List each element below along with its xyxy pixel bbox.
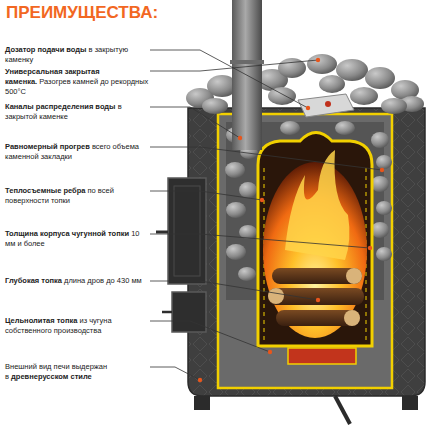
firebox-part <box>276 310 360 326</box>
water-dispenser-part <box>325 101 331 107</box>
inner-stones-part <box>239 182 257 198</box>
water-dispenser <box>298 94 354 117</box>
leader-lines-part <box>150 367 200 380</box>
inner-stones-part <box>376 201 392 215</box>
cutaway-part <box>218 114 392 388</box>
stove-body <box>188 108 425 424</box>
top-stones-part <box>278 58 306 78</box>
leader-dots-part <box>316 58 320 62</box>
top-stones-part <box>381 98 407 114</box>
callout-text: Цельнолитая топкаиз чугуна собственного … <box>5 316 149 336</box>
inner-stones-part <box>376 155 392 169</box>
inner-stones-part <box>225 162 245 178</box>
inner-stones-part <box>239 225 257 239</box>
leader-dots-part <box>260 198 264 202</box>
leader-dots-part <box>306 106 310 110</box>
leader-lines-part <box>150 281 318 300</box>
callout-text: Толщина корпуса чугунной топки10 мм и бо… <box>5 229 149 249</box>
doors-part <box>172 292 206 332</box>
callout-label: Теплосъемные ребра <box>5 186 85 195</box>
firebox-part <box>258 133 372 347</box>
leader-dots-part <box>368 246 372 250</box>
chimney-part <box>230 60 264 64</box>
leader-lines <box>150 50 382 380</box>
inner-stones-part <box>371 176 389 192</box>
water-dispenser-part <box>298 94 354 117</box>
callout-label: длина дров до 430 мм <box>64 276 142 285</box>
doors-part <box>156 231 168 234</box>
callout-text: Универсальная закрытая каменка.Разогрев … <box>5 67 149 97</box>
inner-stones-part <box>371 222 389 238</box>
top-stones-part <box>307 54 337 74</box>
doors-part <box>162 311 172 314</box>
callout-label: Каналы распределения воды <box>5 102 116 111</box>
leader-dots-part <box>238 136 242 140</box>
callout-text: Каналы распределения водыв закрытой каме… <box>5 102 149 122</box>
stove-body-part <box>194 396 210 410</box>
firebox-part <box>268 288 284 304</box>
stove-body-part <box>335 396 350 424</box>
firebox-part <box>344 310 360 326</box>
inner-stones-part <box>376 247 392 261</box>
leader-lines-part <box>150 147 382 170</box>
firebox-part <box>346 268 362 284</box>
inner-stones-part <box>335 121 355 135</box>
callout-label: Дозатор подачи воды <box>5 45 87 54</box>
leader-dots-part <box>268 350 272 354</box>
leader-lines-part <box>150 234 370 248</box>
callout-label: Глубокая топка <box>5 276 62 285</box>
leader-lines-part <box>150 50 308 108</box>
inner-stones-part <box>238 267 256 281</box>
firebox-part <box>288 348 356 364</box>
leader-dots <box>198 58 384 382</box>
doors-part <box>174 186 200 276</box>
doors-part <box>168 178 206 284</box>
stove-body-part <box>402 396 418 410</box>
inner-stones-part <box>371 132 389 148</box>
callout-label: Цельнолитая топка <box>5 316 77 325</box>
leader-lines-part <box>150 107 240 138</box>
top-stones-part <box>350 87 378 105</box>
title: ПРЕИМУЩЕСТВА: <box>6 4 158 23</box>
callout-text: Внешний вид печи выдержан вдревнерусском… <box>5 362 149 382</box>
doors <box>156 178 206 332</box>
callout-text: Теплосъемные ребрапо всей поверхности то… <box>5 186 149 206</box>
callout-label: Равномерный прогрев <box>5 142 90 151</box>
top-stones-part <box>268 87 296 105</box>
stove-body-part <box>188 108 425 396</box>
top-stones-part <box>365 67 395 89</box>
callout-text: Глубокая топкадлина дров до 430 мм <box>5 276 149 286</box>
firebox-part <box>272 268 362 284</box>
leader-dots-part <box>198 378 202 382</box>
inner-stones-part <box>280 121 300 135</box>
leader-lines-part <box>150 191 262 200</box>
callout-label: древнерусском стиле <box>11 372 92 381</box>
inner-stones-part <box>226 202 246 218</box>
firebox <box>258 133 372 365</box>
cutaway <box>218 114 392 388</box>
callout-label: Толщина корпуса чугунной топки <box>5 229 129 238</box>
leader-dots-part <box>380 168 384 172</box>
firebox-part <box>268 288 364 305</box>
leader-dots-part <box>316 298 320 302</box>
inner-stones-part <box>226 244 246 260</box>
leader-lines-part <box>150 60 318 71</box>
callout-text: Дозатор подачи водыв закрытую каменку <box>5 45 149 65</box>
top-stones-part <box>319 75 345 93</box>
callout-text: Равномерный прогреввсего объема каменной… <box>5 142 149 162</box>
top-stones-part <box>202 98 228 114</box>
leader-lines-part <box>150 321 270 352</box>
